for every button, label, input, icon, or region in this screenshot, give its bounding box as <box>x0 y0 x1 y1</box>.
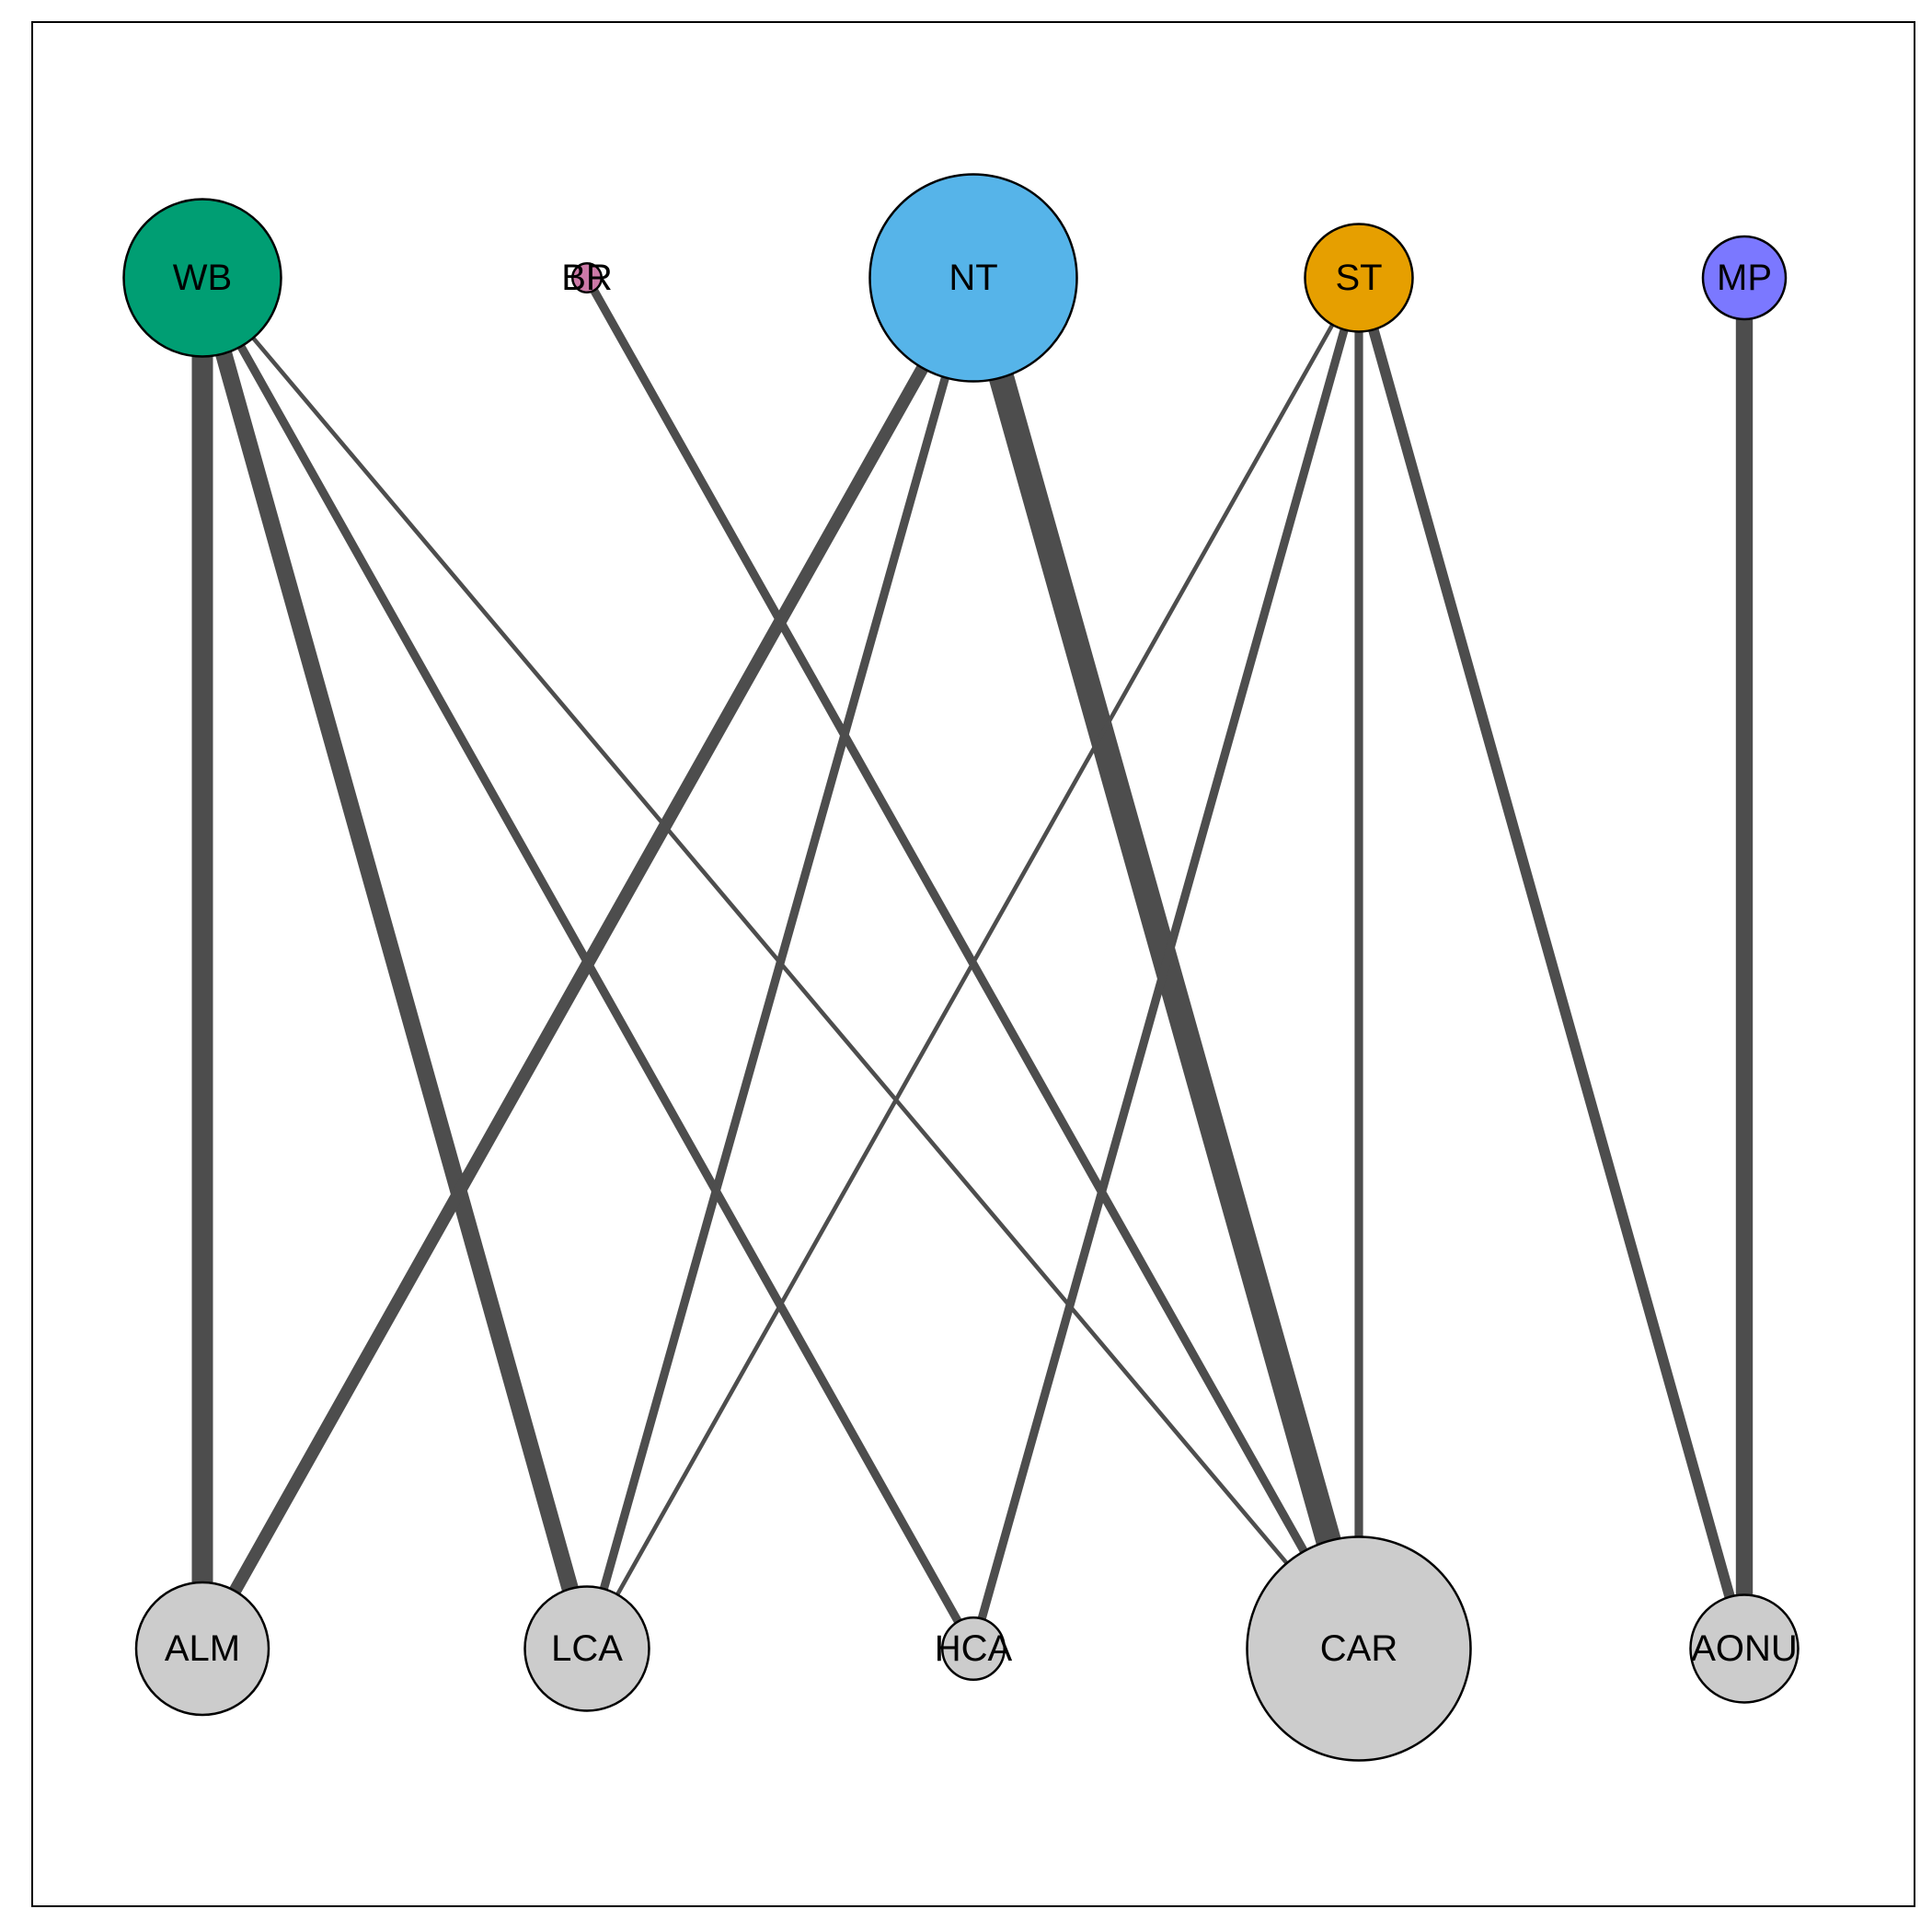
node-wb: WB <box>122 198 282 358</box>
node-label-wb: WB <box>173 258 232 298</box>
node-car: CAR <box>1246 1535 1472 1762</box>
node-circle-alm <box>134 1581 270 1717</box>
node-aonu: AONU <box>1689 1593 1800 1704</box>
node-label-nt: NT <box>949 258 997 298</box>
edge-nt-alm <box>196 274 980 1652</box>
node-label-br: BR <box>561 258 613 298</box>
node-circle-lca <box>523 1585 650 1712</box>
node-label-hca: HCA <box>935 1628 1013 1669</box>
node-mp: MP <box>1701 235 1788 321</box>
node-hca: HCA <box>935 1616 1013 1681</box>
node-label-aonu: AONU <box>1691 1628 1798 1669</box>
node-nt: NT <box>868 173 1078 383</box>
node-label-mp: MP <box>1717 258 1772 298</box>
node-circle-mp <box>1701 235 1788 321</box>
node-circle-car <box>1246 1535 1472 1762</box>
edge-wb-lca <box>194 275 595 1651</box>
edge-nt-lca <box>582 276 978 1650</box>
edge-st-hca <box>969 276 1363 1650</box>
node-circle-hca <box>941 1616 1006 1681</box>
nodes-layer: WB BR NT ST MP ALM LCA HCA CAR AONU <box>122 173 1800 1762</box>
node-st: ST <box>1304 223 1414 333</box>
node-br: BR <box>561 258 613 298</box>
node-circle-st <box>1304 223 1414 333</box>
node-circle-aonu <box>1689 1593 1800 1704</box>
node-label-alm: ALM <box>165 1628 240 1669</box>
edge-st-lca <box>584 276 1362 1650</box>
node-circle-nt <box>868 173 1078 383</box>
node-label-car: CAR <box>1320 1628 1397 1669</box>
node-lca: LCA <box>523 1585 650 1712</box>
node-circle-br <box>571 262 603 293</box>
node-circle-wb <box>122 198 282 358</box>
edge-st-aonu <box>1353 276 1750 1650</box>
edges-layer <box>191 274 1754 1652</box>
node-label-st: ST <box>1335 258 1382 298</box>
node-label-lca: LCA <box>551 1628 623 1669</box>
node-alm: ALM <box>134 1581 270 1717</box>
